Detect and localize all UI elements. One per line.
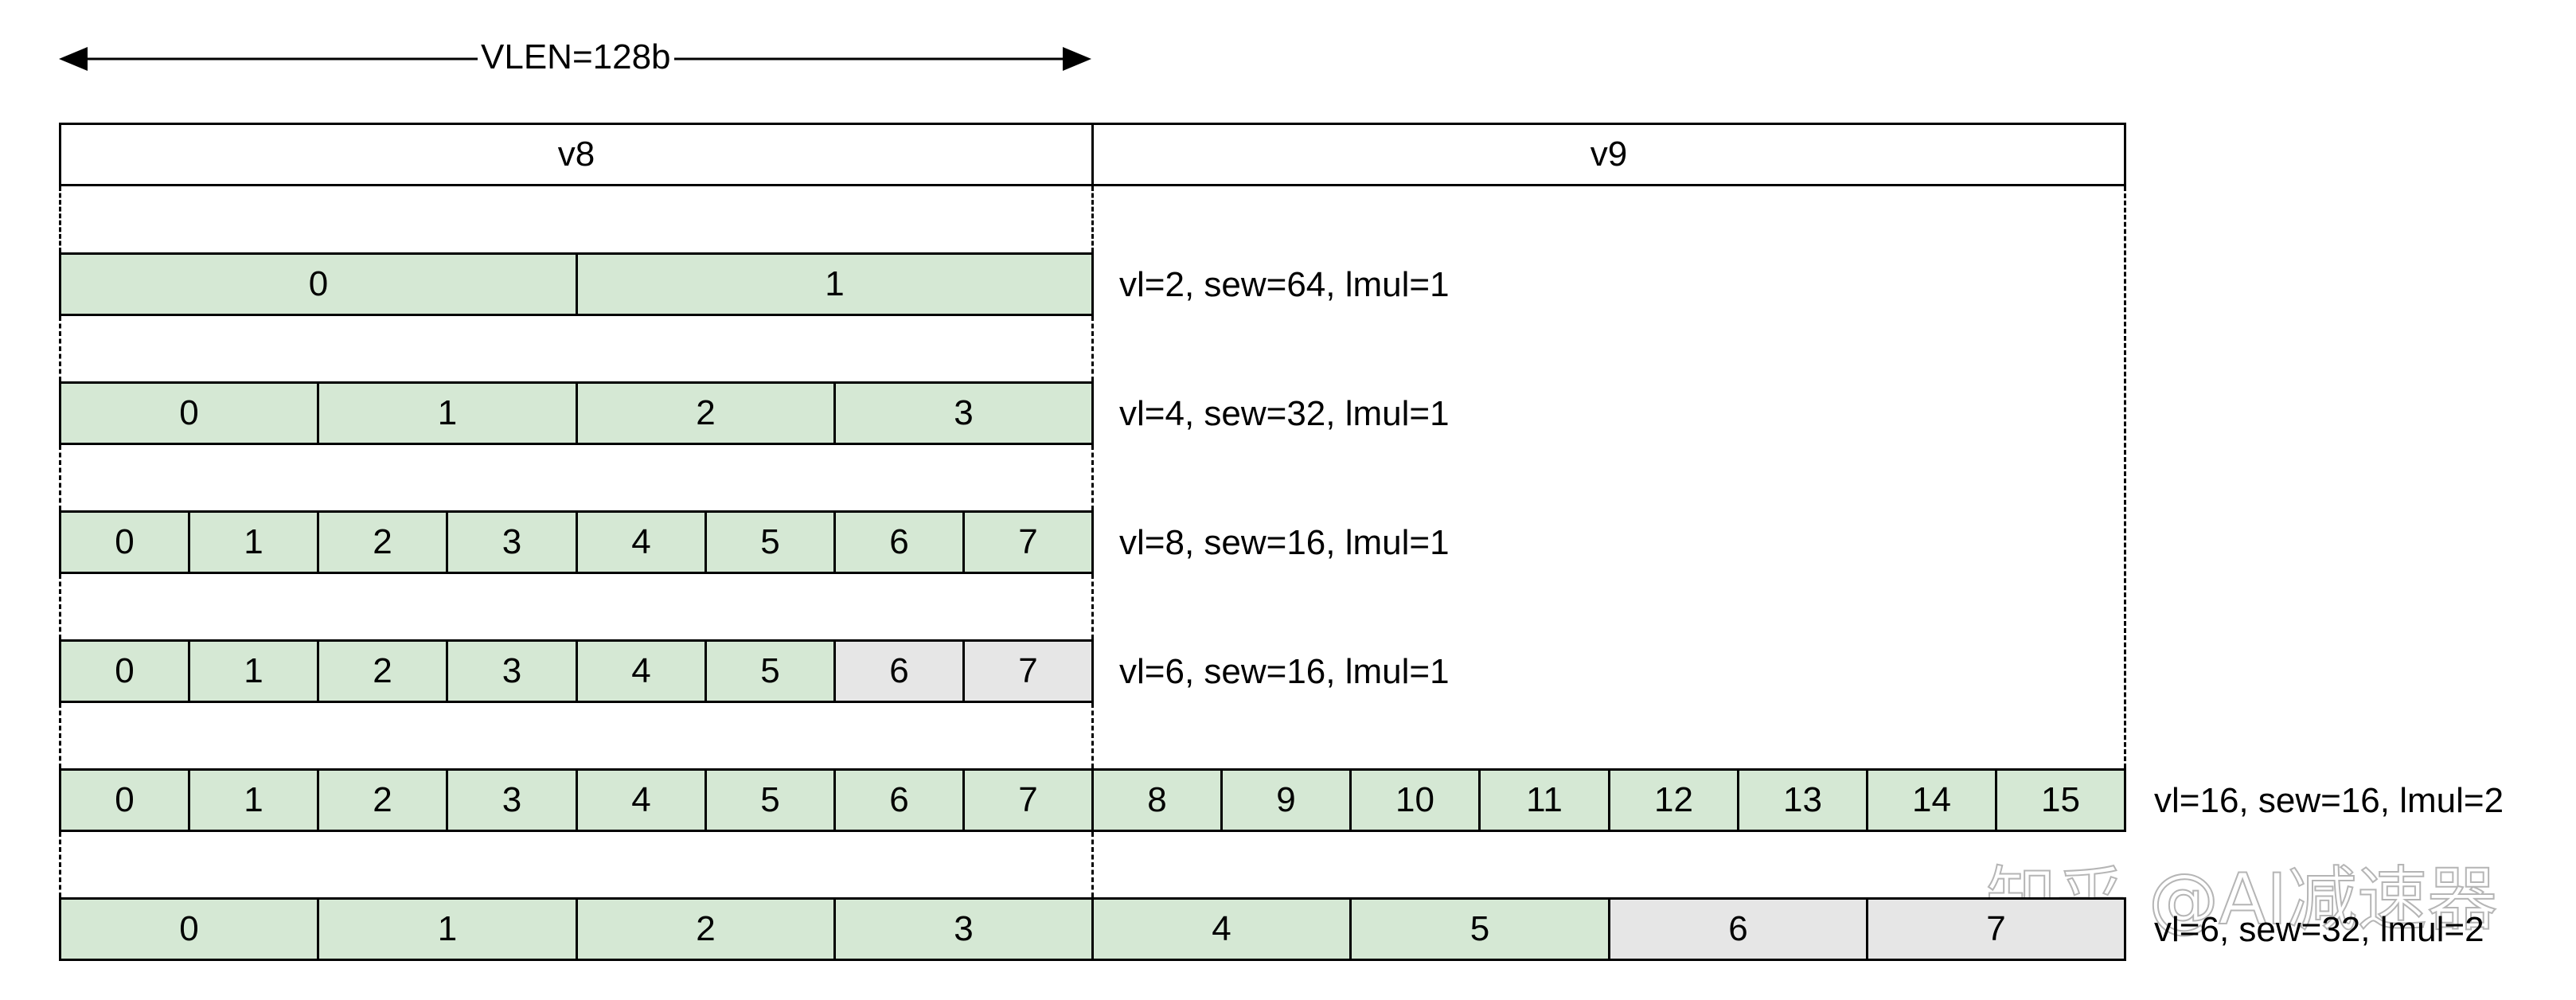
element-cell: 0 <box>59 510 190 574</box>
mid-dash-line <box>1091 832 1094 897</box>
element-cell: 5 <box>704 768 836 832</box>
element-cell: 5 <box>704 639 836 703</box>
config-label: vl=6, sew=32, lmul=2 <box>2154 910 2484 949</box>
element-cell: 7 <box>1866 897 2126 961</box>
left-dash-line <box>59 703 61 768</box>
element-cell: 14 <box>1866 768 1997 832</box>
register-v8: v8 <box>59 123 1094 186</box>
mid-dash-line <box>1091 703 1094 768</box>
left-dash-line <box>59 316 61 381</box>
arrowhead-right <box>1063 47 1091 71</box>
config-label: vl=2, sew=64, lmul=1 <box>1119 265 1450 304</box>
element-cell: 6 <box>1608 897 1868 961</box>
element-cell: 4 <box>1091 897 1352 961</box>
element-cell: 10 <box>1349 768 1481 832</box>
left-dash-line <box>59 186 61 252</box>
element-cell: 5 <box>704 510 836 574</box>
element-cell: 15 <box>1995 768 2126 832</box>
mid-dash-line <box>1091 316 1094 381</box>
config-label: vl=16, sew=16, lmul=2 <box>2154 781 2504 820</box>
element-cell: 4 <box>576 768 707 832</box>
left-dash-line <box>59 574 61 639</box>
element-cell: 3 <box>446 510 578 574</box>
element-cell: 4 <box>576 639 707 703</box>
element-cell: 3 <box>446 768 578 832</box>
element-cell: 2 <box>576 381 836 445</box>
element-cell: 1 <box>317 897 578 961</box>
element-cell: 11 <box>1478 768 1610 832</box>
element-cell: 0 <box>59 381 319 445</box>
mid-dash-line <box>1091 186 1094 252</box>
right-dash-line <box>2124 186 2126 768</box>
element-cell: 2 <box>317 639 448 703</box>
arrowhead-left <box>59 47 88 71</box>
config-label: vl=4, sew=32, lmul=1 <box>1119 394 1450 433</box>
element-cell: 4 <box>576 510 707 574</box>
element-cell: 2 <box>317 510 448 574</box>
element-cell: 12 <box>1608 768 1739 832</box>
element-cell: 1 <box>188 639 319 703</box>
element-cell: 0 <box>59 252 578 316</box>
mid-dash-line <box>1091 445 1094 510</box>
left-dash-line <box>59 445 61 510</box>
element-cell: 6 <box>833 768 965 832</box>
left-dash-line <box>59 832 61 897</box>
element-cell: 5 <box>1349 897 1610 961</box>
element-cell: 3 <box>833 897 1094 961</box>
config-label: vl=6, sew=16, lmul=1 <box>1119 652 1450 691</box>
element-cell: 3 <box>446 639 578 703</box>
config-label: vl=8, sew=16, lmul=1 <box>1119 523 1450 562</box>
element-cell: 1 <box>188 768 319 832</box>
vlen-label: VLEN=128b <box>478 40 674 75</box>
element-cell: 3 <box>833 381 1094 445</box>
element-cell: 7 <box>962 768 1094 832</box>
element-cell: 1 <box>317 381 578 445</box>
element-cell: 1 <box>188 510 319 574</box>
element-cell: 2 <box>576 897 836 961</box>
element-cell: 0 <box>59 639 190 703</box>
element-cell: 7 <box>962 510 1094 574</box>
element-cell: 7 <box>962 639 1094 703</box>
element-cell: 8 <box>1091 768 1223 832</box>
element-cell: 2 <box>317 768 448 832</box>
element-cell: 6 <box>833 510 965 574</box>
element-cell: 1 <box>576 252 1094 316</box>
register-v9: v9 <box>1091 123 2126 186</box>
element-cell: 0 <box>59 768 190 832</box>
element-cell: 0 <box>59 897 319 961</box>
element-cell: 6 <box>833 639 965 703</box>
mid-dash-line <box>1091 574 1094 639</box>
element-cell: 9 <box>1220 768 1352 832</box>
element-cell: 13 <box>1737 768 1868 832</box>
